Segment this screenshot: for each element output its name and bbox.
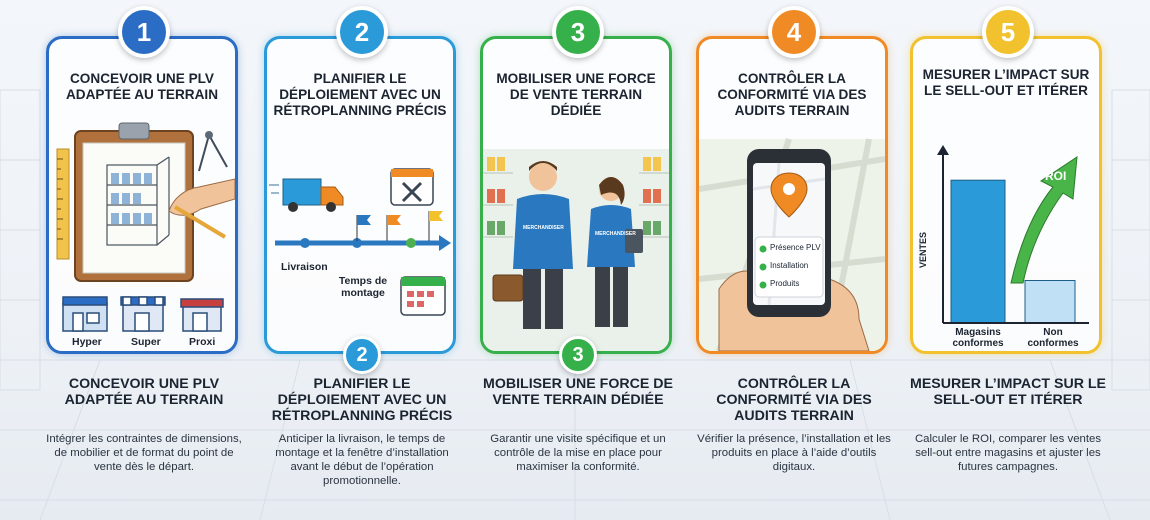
location-pin-icon — [770, 172, 808, 218]
audit-illustration — [699, 138, 885, 351]
store-icons — [62, 296, 224, 332]
timeline-label-livraison: Livraison — [281, 261, 328, 273]
step-4: CONTRÔLER LA CONFORMITÉ VIA DES AUDITS T… — [696, 0, 892, 520]
step-2-number-badge: 2 — [336, 6, 388, 58]
step-5-number-badge: 5 — [982, 6, 1034, 58]
step-5-card-title: MESURER L’IMPACT SUR LE SELL-OUT ET ITÉR… — [922, 67, 1090, 98]
step-3-card-title: MOBILISER UNE FORCE DE VENTE TERRAIN DÉD… — [496, 71, 656, 118]
sales-force-illustration — [483, 149, 669, 351]
step-2-card-title: PLANIFIER LE DÉPLOIEMENT AVEC UN RÉTROPL… — [273, 71, 447, 118]
step-1-card-title: CONCEVOIR UNE PLV ADAPTÉE AU TERRAIN — [65, 71, 219, 102]
calendar-icon — [400, 276, 446, 316]
checklist-item-presence: Présence PLV — [770, 243, 821, 252]
roi-chart — [937, 145, 1089, 324]
step-1: CONCEVOIR UNE PLV ADAPTÉE AU TERRAIN Hyp… — [46, 0, 242, 520]
store-label-super: Super — [131, 336, 161, 348]
retroplanning-illustration — [269, 168, 451, 316]
step-4-card: CONTRÔLER LA CONFORMITÉ VIA DES AUDITS T… — [696, 36, 888, 354]
category-label-non-conformes: Non conformes — [1027, 327, 1079, 349]
step-1-card: CONCEVOIR UNE PLV ADAPTÉE AU TERRAIN Hyp… — [46, 36, 238, 354]
truck-icon — [269, 178, 344, 212]
step-5-description: Calculer le ROI, comparer les ventes sel… — [914, 433, 1102, 473]
chart-y-axis-label: VENTES — [918, 231, 929, 269]
roi-arrow — [1010, 156, 1078, 284]
step-2-description: Anticiper la livraison, le temps de mont… — [275, 433, 449, 487]
timeline-label-montage: Temps de montage — [338, 275, 388, 299]
calendar-tools-icon — [390, 168, 434, 206]
step-4-section-title: CONTRÔLER LA CONFORMITÉ VIA DES AUDITS T… — [716, 376, 872, 424]
step-4-description: Vérifier la présence, l’installation et … — [697, 433, 891, 473]
step-3-section-title: MOBILISER UNE FORCE DE VENTE TERRAIN DÉD… — [483, 376, 673, 408]
step-1-description: Intégrer les contraintes de dimensions, … — [46, 433, 242, 473]
woman-shirt-text: MERCHANDISER — [595, 231, 636, 237]
checklist-item-installation: Installation — [770, 261, 809, 270]
store-label-hyper: Hyper — [72, 336, 102, 348]
step-3-description: Garantir une visite spécifique et un con… — [490, 433, 666, 473]
bar-non-conformes — [1024, 280, 1076, 324]
roi-arrow-label: ROI — [1045, 169, 1067, 183]
step-3: MOBILISER UNE FORCE DE VENTE TERRAIN DÉD… — [480, 0, 676, 520]
store-label-proxi: Proxi — [189, 336, 216, 348]
step-2: PLANIFIER LE DÉPLOIEMENT AVEC UN RÉTROPL… — [264, 0, 460, 520]
step-3-number-badge-bottom: 3 — [559, 336, 597, 374]
category-label-conformes: Magasins conformes — [952, 327, 1004, 349]
step-3-card: MOBILISER UNE FORCE DE VENTE TERRAIN DÉD… — [480, 36, 672, 354]
step-5: MESURER L’IMPACT SUR LE SELL-OUT ET ITÉR… — [910, 0, 1106, 520]
merchandiser-man — [492, 161, 573, 329]
merchandiser-woman — [587, 177, 643, 327]
step-2-card: PLANIFIER LE DÉPLOIEMENT AVEC UN RÉTROPL… — [264, 36, 456, 354]
step-3-number-badge: 3 — [552, 6, 604, 58]
step-5-section-title: MESURER L’IMPACT SUR LE SELL-OUT ET ITÉR… — [910, 376, 1107, 408]
step-4-number-badge: 4 — [768, 6, 820, 58]
bar-conformes — [950, 179, 1006, 324]
design-plv-illustration — [56, 122, 235, 332]
step-5-card: MESURER L’IMPACT SUR LE SELL-OUT ET ITÉR… — [910, 36, 1102, 354]
step-4-card-title: CONTRÔLER LA CONFORMITÉ VIA DES AUDITS T… — [717, 71, 867, 118]
step-1-section-title: CONCEVOIR UNE PLV ADAPTÉE AU TERRAIN — [64, 376, 224, 408]
step-2-section-title: PLANIFIER LE DÉPLOIEMENT AVEC UN RÉTROPL… — [271, 376, 453, 424]
step-1-number-badge: 1 — [118, 6, 170, 58]
step-2-number-badge-bottom: 2 — [343, 336, 381, 374]
checklist-item-produits: Produits — [770, 279, 800, 288]
man-shirt-text: MERCHANDISER — [523, 225, 564, 231]
